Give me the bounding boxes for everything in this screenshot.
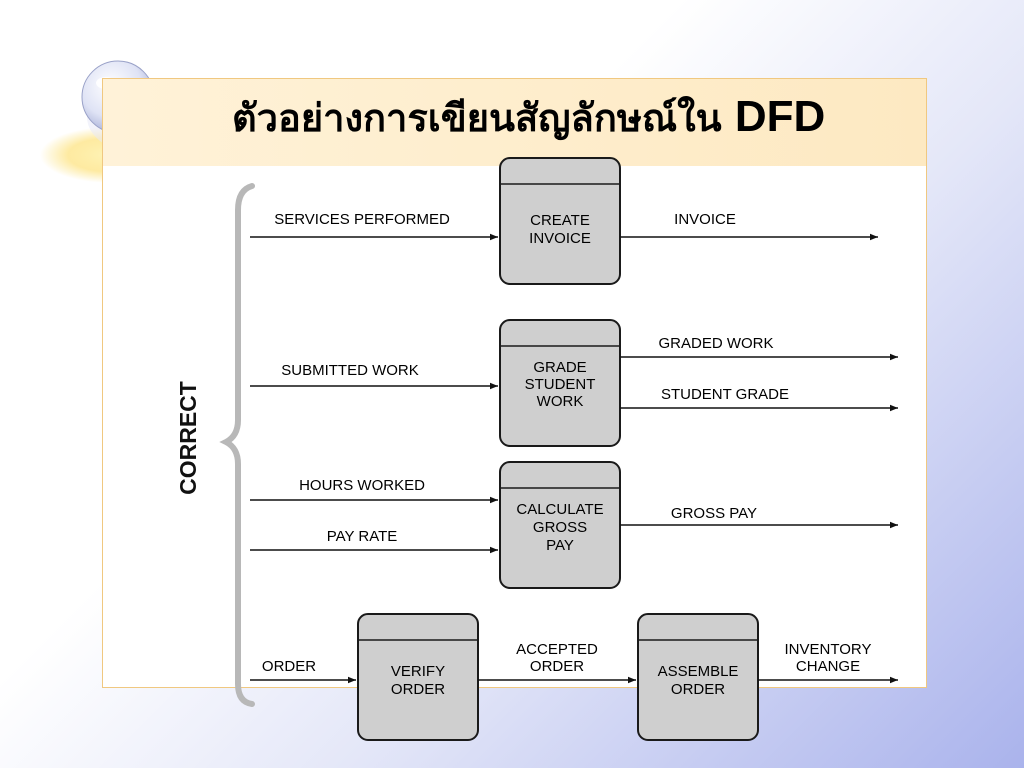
process-grade-student-work-line-2: STUDENT	[525, 376, 596, 393]
flow-label-order: ORDER	[262, 658, 316, 675]
flow-label-hours-worked: HOURS WORKED	[299, 477, 425, 494]
process-verify-order[interactable]: VERIFY ORDER	[357, 613, 479, 741]
process-create-invoice-line-2: INVOICE	[529, 230, 591, 247]
flow-label-pay-rate: PAY RATE	[327, 528, 398, 545]
slide-title-dfd: DFD	[734, 92, 826, 141]
correct-brace	[219, 183, 255, 707]
slide-title: ตัวอย่างการเขียนสัญลักษณ์ใน DFD	[232, 92, 825, 142]
flow-label-inventory-change-line-2: CHANGE	[796, 658, 860, 675]
flow-label-inventory-change-line-1: INVENTORY	[785, 641, 872, 658]
flow-label-services-performed: SERVICES PERFORMED	[274, 211, 450, 228]
process-verify-order-line-1: VERIFY	[391, 663, 445, 680]
correct-label: CORRECT	[175, 381, 201, 495]
process-grade-student-work[interactable]: GRADE STUDENT WORK	[499, 319, 621, 447]
title-band	[102, 78, 927, 166]
process-assemble-order-line-2: ORDER	[671, 681, 725, 698]
process-calculate-gross-pay-line-3: PAY	[546, 537, 574, 554]
process-calculate-gross-pay[interactable]: CALCULATE GROSS PAY	[499, 461, 621, 589]
flow-label-graded-work: GRADED WORK	[658, 335, 773, 352]
process-assemble-order-line-1: ASSEMBLE	[658, 663, 739, 680]
slide-title-thai: ตัวอย่างการเขียนสัญลักษณ์ใน	[232, 95, 722, 140]
process-calculate-gross-pay-line-2: GROSS	[533, 519, 587, 536]
process-assemble-order[interactable]: ASSEMBLE ORDER	[637, 613, 759, 741]
flow-label-invoice: INVOICE	[674, 211, 736, 228]
process-verify-order-line-2: ORDER	[391, 681, 445, 698]
process-grade-student-work-line-3: WORK	[537, 393, 584, 410]
process-calculate-gross-pay-line-1: CALCULATE	[516, 501, 603, 518]
flow-label-accepted-order-line-2: ORDER	[530, 658, 584, 675]
process-create-invoice-line-1: CREATE	[530, 212, 590, 229]
process-create-invoice[interactable]: CREATE INVOICE	[499, 157, 621, 285]
flow-label-student-grade: STUDENT GRADE	[661, 386, 789, 403]
flow-label-accepted-order-line-1: ACCEPTED	[516, 641, 598, 658]
flow-label-submitted-work: SUBMITTED WORK	[281, 362, 419, 379]
flow-label-gross-pay: GROSS PAY	[671, 505, 757, 522]
process-grade-student-work-line-1: GRADE	[533, 359, 586, 376]
